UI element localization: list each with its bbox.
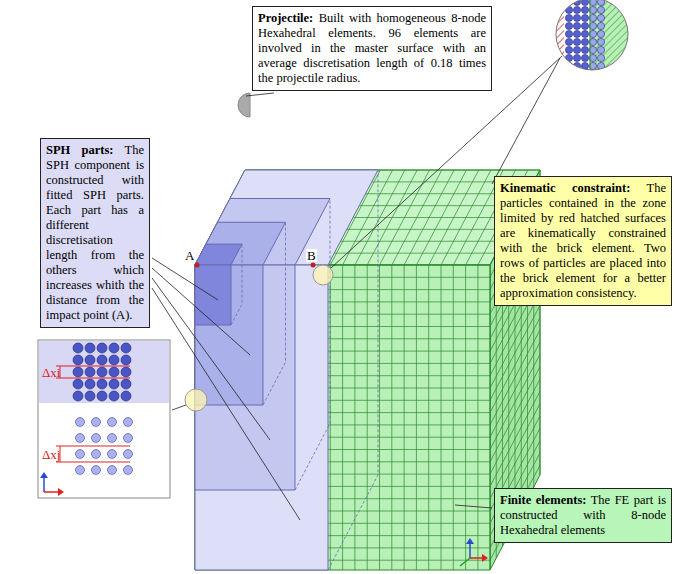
sph-layers <box>195 170 378 570</box>
projectile-shape <box>238 93 250 117</box>
callout-heading: SPH parts: <box>46 143 114 157</box>
constraint-callout: Kinematic constraint: The particles cont… <box>494 176 672 306</box>
spacing-label: Δxi <box>41 366 61 379</box>
axis-triad <box>460 538 488 566</box>
projectile-callout: Projectile: Built with homogeneous 8-nod… <box>252 6 492 91</box>
callout-heading: Finite elements: <box>500 493 586 507</box>
sph-callout: SPH parts: The SPH component is construc… <box>40 138 150 328</box>
spacing-label: Δxj <box>41 448 61 461</box>
callout-body: The particles contained in the zone limi… <box>500 181 666 300</box>
point-marker <box>311 263 316 268</box>
fe-block <box>195 170 540 570</box>
point-label: A <box>184 249 195 262</box>
point-label: B <box>306 249 317 262</box>
zoom-marker <box>313 265 333 285</box>
callout-heading: Kinematic constraint: <box>500 181 630 195</box>
impact-point <box>195 263 200 268</box>
zoom-marker <box>185 389 207 411</box>
zoom-detail <box>556 0 630 70</box>
callout-body: The SPH component is constructed with fi… <box>46 143 144 322</box>
fe-callout: Finite elements: The FE part is construc… <box>494 488 672 543</box>
particle-inset <box>38 340 170 498</box>
callout-heading: Projectile: <box>258 11 313 25</box>
